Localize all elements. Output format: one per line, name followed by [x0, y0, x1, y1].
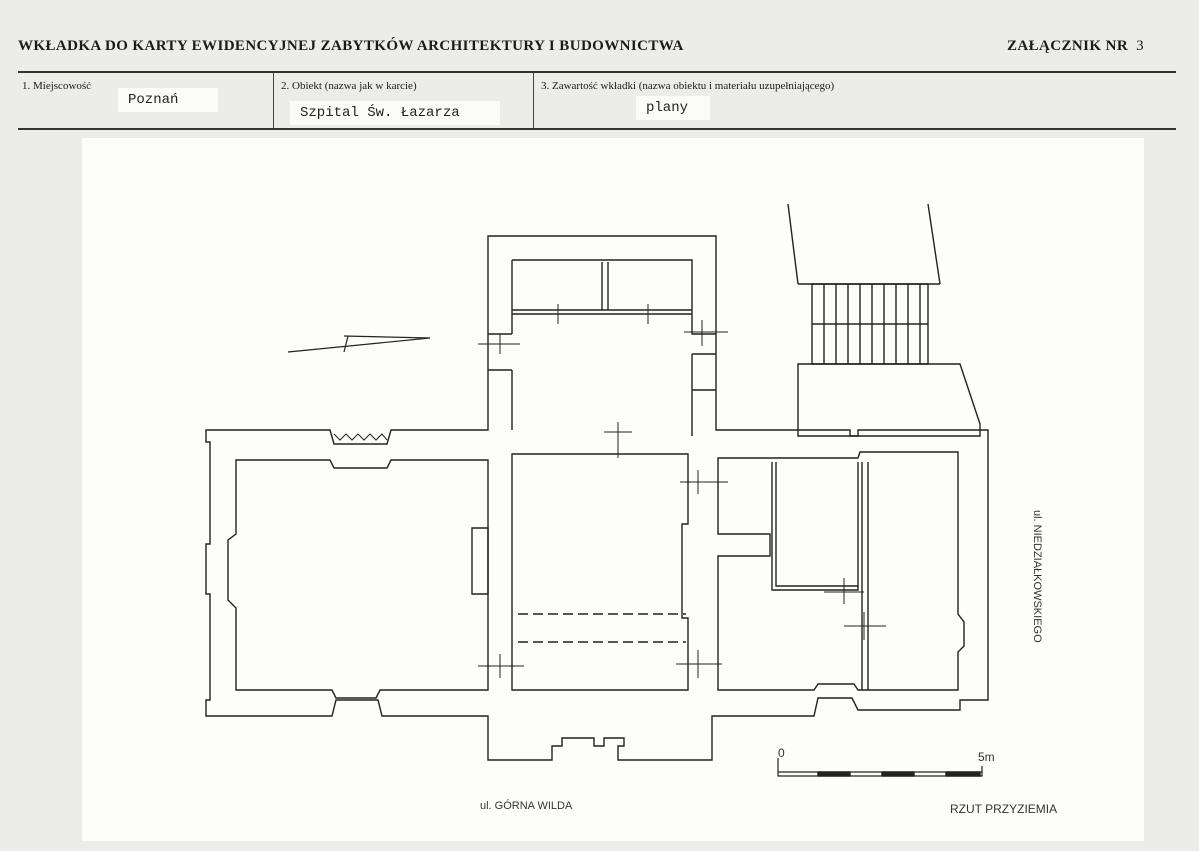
document-title: WKŁADKA DO KARTY EWIDENCYJNEJ ZABYTKÓW A…	[18, 38, 684, 54]
outer-wall-outline	[205, 235, 989, 761]
scale-start-label: 0	[778, 746, 785, 760]
field-divider-2	[533, 73, 534, 128]
annex-label: ZAŁĄCZNIK NR 3	[1007, 38, 1144, 55]
section-mark-4	[478, 654, 524, 678]
scale-bar-fill-3	[945, 771, 981, 777]
floor-plan-drawing	[205, 203, 989, 777]
stair-landing	[797, 363, 981, 437]
locality-value: Poznań	[118, 88, 218, 112]
stair-run	[811, 283, 929, 365]
street-right-label: ul. NIEDZIAŁKOWSKIEGO	[1031, 510, 1043, 643]
street-bottom-label: ul. GÓRNA WILDA	[480, 800, 573, 812]
scale-end-label: 5m	[978, 750, 995, 764]
section-mark-1	[478, 334, 520, 354]
object-value: Szpital Św. Łazarza	[290, 101, 500, 125]
field-divider-1	[273, 73, 274, 128]
section-mark-5	[676, 650, 722, 678]
scale-bar-fill-1	[817, 771, 851, 777]
section-mark-2	[684, 320, 728, 346]
top-wing-partitions	[512, 262, 692, 315]
drawing-title: RZUT PRZYZIEMIA	[950, 802, 1058, 816]
contents-value: plany	[636, 96, 710, 120]
annex-number: 3	[1136, 38, 1144, 54]
north-arrow	[287, 335, 431, 353]
header-bottom-rule	[18, 128, 1176, 130]
annex-label-text: ZAŁĄCZNIK NR	[1007, 38, 1129, 54]
section-mark-6	[824, 578, 864, 604]
contents-label: 3. Zawartość wkładki (nazwa obiektu i ma…	[541, 80, 835, 92]
scale-bar-fill-2	[881, 771, 915, 777]
left-room-inner	[227, 459, 489, 699]
locality-label: 1. Miejscowość	[22, 80, 92, 92]
section-mark-9	[557, 304, 649, 324]
section-mark-3	[680, 470, 728, 494]
middle-room-inner	[511, 453, 689, 691]
right-block-inner	[717, 451, 965, 691]
header-top-rule	[18, 71, 1176, 73]
window-zigzag	[333, 433, 388, 441]
floor-plan: 0 5m ul. GÓRNA WILDA RZUT PRZYZIEMIA	[82, 138, 1144, 841]
object-label: 2. Obiekt (nazwa jak w karcie)	[281, 80, 417, 92]
section-mark-7	[844, 612, 886, 640]
stair-side-lines	[787, 203, 941, 285]
section-mark-8	[604, 422, 632, 458]
right-inner-partition	[771, 462, 869, 690]
window-frame	[471, 527, 489, 595]
